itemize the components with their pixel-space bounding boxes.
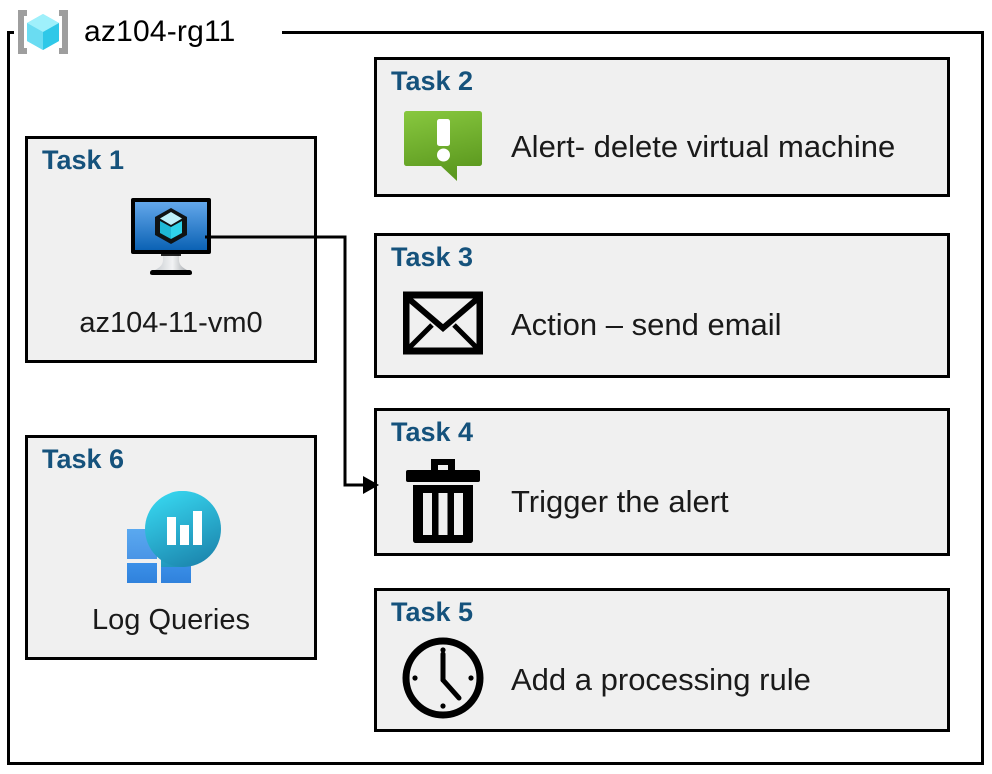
card-title: Task 6 [42, 444, 125, 474]
icon-container [401, 458, 485, 544]
card-row: Alert- delete virtual machine [401, 108, 937, 186]
card-label: Trigger the alert [511, 483, 729, 519]
resource-group-frame [7, 31, 984, 765]
alert-bubble-icon [401, 105, 485, 190]
resource-group-name: az104-rg11 [84, 15, 236, 48]
icon-container [401, 284, 485, 368]
card-label: Add a processing rule [511, 661, 811, 697]
card-label: Log Queries [92, 604, 250, 636]
resource-group-cube-icon [14, 7, 72, 57]
trash-icon [404, 456, 482, 549]
clock-icon [401, 636, 485, 725]
card-task-6[interactable]: Task 6 [25, 435, 317, 660]
card-task-4[interactable]: Task 4 Trigger the [374, 408, 950, 556]
card-row: Action – send email [401, 284, 937, 367]
card-title: Task 2 [391, 66, 474, 96]
card-title: Task 3 [391, 242, 474, 272]
card-task-3[interactable]: Task 3 Action – send email [374, 233, 950, 378]
card-title: Task 1 [42, 145, 125, 175]
card-task-2[interactable]: Task 2 [374, 57, 950, 197]
card-task-1[interactable]: Task 1 [25, 136, 317, 363]
card-title: Task 5 [391, 597, 474, 627]
resource-group-label: az104-rg11 [14, 4, 236, 60]
card-title: Task 4 [391, 417, 474, 447]
icon-container [28, 490, 314, 593]
virtual-machine-icon [125, 194, 217, 283]
log-analytics-icon [117, 487, 225, 593]
icon-container [401, 636, 485, 725]
card-label: az104-11-vm0 [79, 307, 263, 339]
card-label: Alert- delete virtual machine [511, 128, 896, 164]
icon-container [401, 105, 485, 189]
card-row: Trigger the alert [401, 458, 937, 545]
card-row: Add a processing rule [401, 636, 937, 725]
icon-container [28, 195, 314, 281]
envelope-icon [402, 291, 484, 360]
card-task-5[interactable]: Task 5 Add a processing rule [374, 588, 950, 732]
card-label: Action – send email [511, 307, 782, 343]
